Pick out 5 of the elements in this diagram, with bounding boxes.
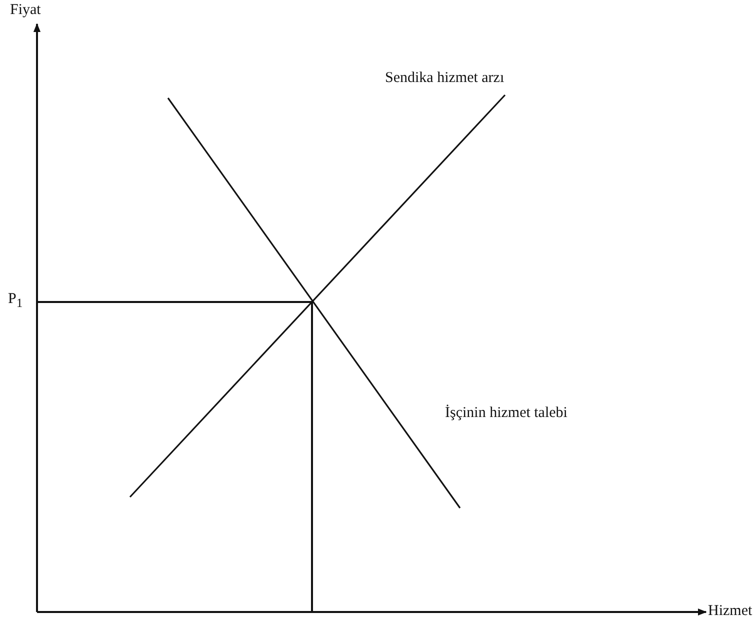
axis-title: Hizmet (708, 603, 752, 620)
curve-label: Sendika hizmet arzı (385, 70, 504, 86)
axis-title: Fiyat (10, 2, 41, 18)
price-label: P$_{1}$ (8, 291, 23, 311)
curve-label: İşçinin hizmet talebi (445, 405, 568, 422)
